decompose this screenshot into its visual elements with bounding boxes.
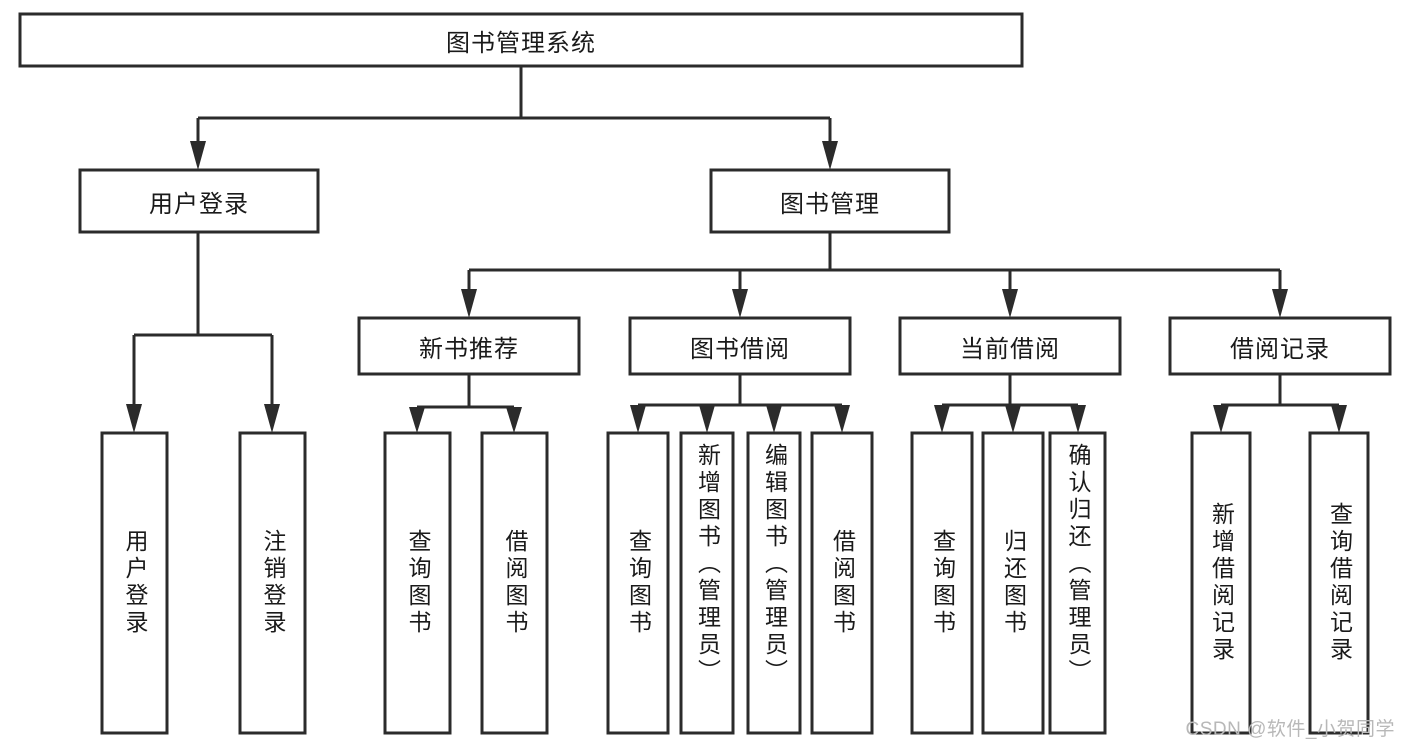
node-box-current-borrow[interactable] [898,316,1122,376]
node-box-leaf-query-book-bor[interactable] [606,431,670,735]
arrowhead-leaf-query-book-bor [630,405,646,433]
node-box-new-book-rec[interactable] [357,316,581,376]
arrowhead-leaf-confirm-return [1070,405,1086,433]
arrowhead-leaf-query-book-cur [934,405,950,433]
node-box-leaf-add-record[interactable] [1190,431,1252,735]
node-box-leaf-add-book[interactable] [679,431,735,735]
arrowhead-leaf-query-record [1331,405,1347,433]
arrowhead-book-manage [822,141,838,170]
connectors-layer [126,66,1347,433]
node-box-leaf-edit-book[interactable] [746,431,802,735]
arrowhead-new-book-rec [461,289,477,318]
arrowhead-book-borrow [732,289,748,318]
arrowhead-leaf-logout [264,404,280,433]
arrowhead-leaf-borrow-book-bor [834,405,850,433]
node-box-user-login[interactable] [78,168,320,234]
node-box-leaf-query-book-cur[interactable] [910,431,974,735]
arrowhead-leaf-query-book-rec [409,407,425,433]
arrowhead-leaf-add-book [699,405,715,433]
arrowhead-leaf-return-book [1005,405,1021,433]
arrowhead-leaf-user-login [126,404,142,433]
arrowhead-borrow-record [1272,289,1288,318]
arrowhead-user-login [190,141,206,170]
arrowhead-leaf-borrow-book-rec [506,407,522,433]
node-box-leaf-return-book[interactable] [981,431,1045,735]
nodes-layer [18,12,1392,735]
watermark-text: CSDN @软件_小贺同学 [1185,719,1395,740]
node-box-root[interactable] [18,12,1024,68]
node-box-book-manage[interactable] [709,168,951,234]
node-box-leaf-user-login[interactable] [100,431,169,735]
arrowhead-leaf-edit-book [766,405,782,433]
arrowhead-current-borrow [1002,289,1018,318]
node-box-leaf-query-book-rec[interactable] [383,431,452,735]
node-box-leaf-confirm-return[interactable] [1048,431,1107,735]
node-box-leaf-borrow-book-bor[interactable] [810,431,874,735]
node-box-leaf-query-record[interactable] [1308,431,1370,735]
node-box-leaf-logout[interactable] [238,431,307,735]
arrowhead-leaf-add-record [1213,405,1229,433]
node-box-borrow-record[interactable] [1168,316,1392,376]
node-box-book-borrow[interactable] [628,316,852,376]
node-box-leaf-borrow-book-rec[interactable] [480,431,549,735]
